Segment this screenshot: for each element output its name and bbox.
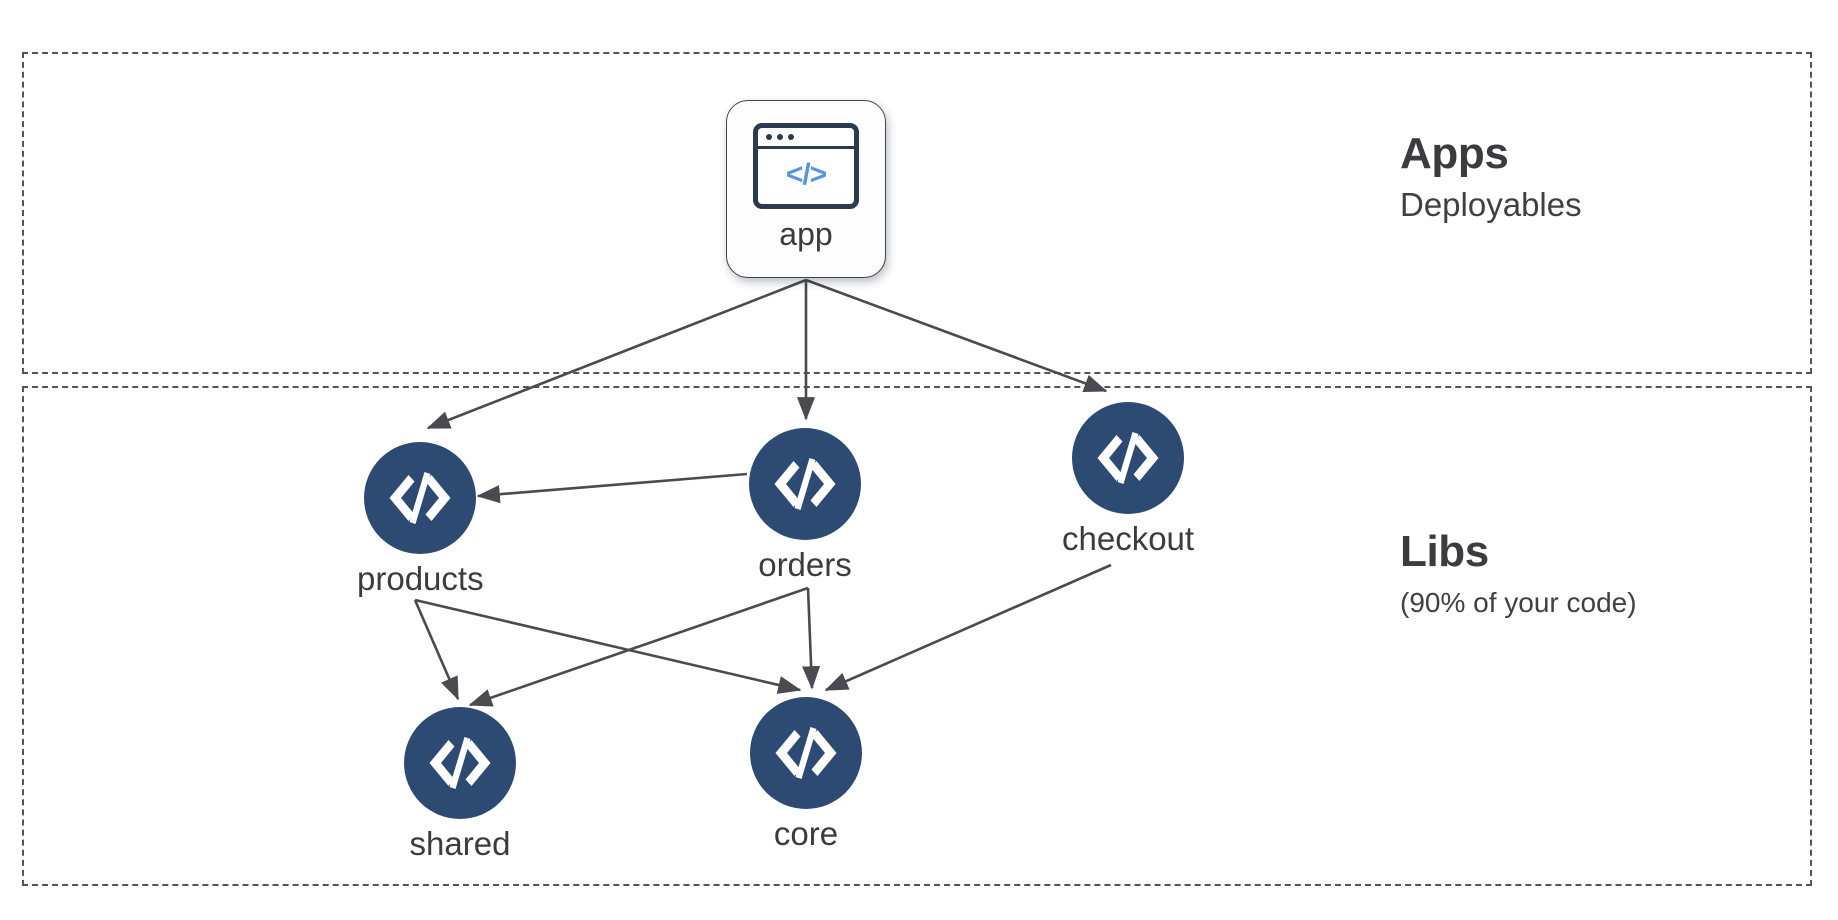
node-core[interactable]: core	[750, 697, 862, 852]
node-app[interactable]: </> app	[726, 100, 886, 278]
code-icon	[1072, 402, 1185, 514]
node-checkout[interactable]: checkout	[1062, 402, 1194, 557]
code-icon	[364, 442, 477, 554]
browser-code-icon: </>	[753, 123, 859, 209]
zone-legend-apps: Apps Deployables	[1400, 127, 1582, 225]
code-glyph: </>	[785, 157, 827, 191]
node-shared[interactable]: shared	[404, 707, 516, 862]
zone-libs-subtitle: (90% of your code)	[1400, 586, 1637, 618]
node-orders-label: orders	[758, 546, 852, 583]
node-core-label: core	[773, 815, 839, 852]
node-checkout-label: checkout	[1062, 520, 1195, 557]
zone-apps-subtitle: Deployables	[1400, 185, 1582, 223]
code-icon	[404, 707, 516, 819]
browser-titlebar	[758, 128, 854, 149]
zone-apps-title: Apps	[1400, 129, 1509, 178]
node-products-label: products	[357, 560, 484, 597]
node-products[interactable]: products	[357, 442, 484, 597]
browser-dot	[777, 134, 783, 140]
zone-libs	[22, 386, 1812, 886]
code-icon	[749, 428, 861, 540]
code-icon	[750, 697, 862, 809]
node-app-label: app	[779, 216, 833, 252]
node-orders[interactable]: orders	[749, 428, 861, 583]
node-shared-label: shared	[409, 825, 511, 862]
browser-dot	[766, 134, 772, 140]
zone-legend-libs: Libs (90% of your code)	[1400, 525, 1637, 620]
zone-libs-title: Libs	[1400, 527, 1489, 576]
browser-dot	[788, 134, 794, 140]
